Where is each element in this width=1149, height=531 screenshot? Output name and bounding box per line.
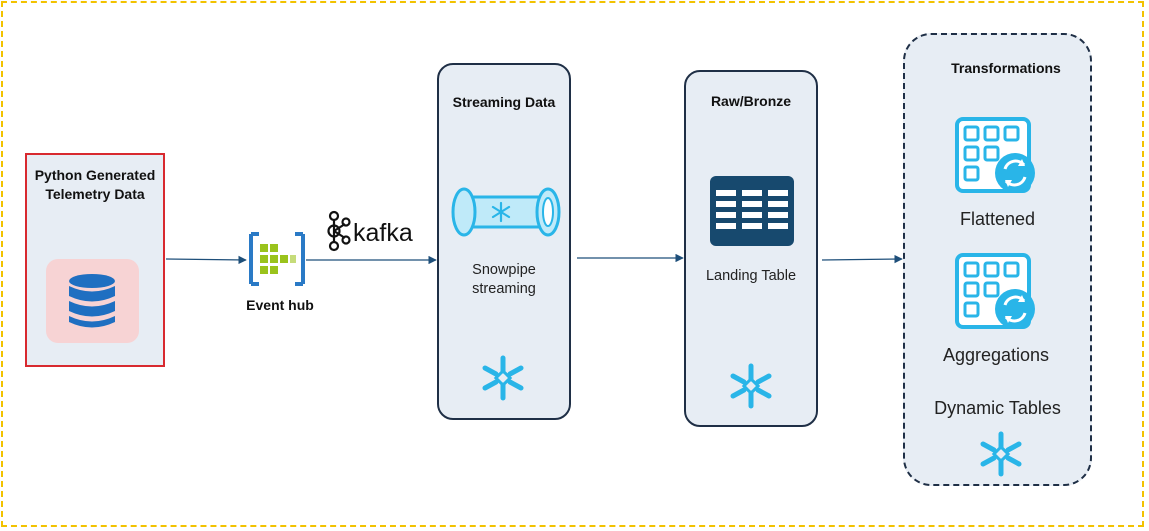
transformations-title: Transformations [951,60,1061,76]
source-title: Python Generated Telemetry Data [34,167,156,202]
dynamic-table-icon [955,117,1035,193]
snowflake-icon [482,355,524,401]
landing-table-icon [710,176,794,246]
kafka-logo-icon [327,210,351,252]
kafka-wordmark: kafka [353,219,413,247]
snowpipe-icon [451,187,561,237]
snowflake-icon [730,363,772,409]
landing-table-label: Landing Table [705,268,797,284]
raw-title: Raw/Bronze [710,93,792,109]
streaming-title: Streaming Data [452,94,556,110]
dynamic-table-icon [955,253,1035,329]
event-hub-label: Event hub [246,297,314,313]
arrow-raw-to-transformations [821,254,903,264]
snowpipe-label: Snowpipe streaming [472,262,536,297]
dynamic-tables-label: Dynamic Tables [934,398,1061,418]
flattened-label: Flattened [959,209,1036,229]
snowflake-icon [980,431,1022,477]
aggregations-label: Aggregations [942,345,1050,365]
arrow-source-to-eventhub [165,255,247,265]
event-hub-icon [249,232,305,286]
database-icon [46,259,139,343]
